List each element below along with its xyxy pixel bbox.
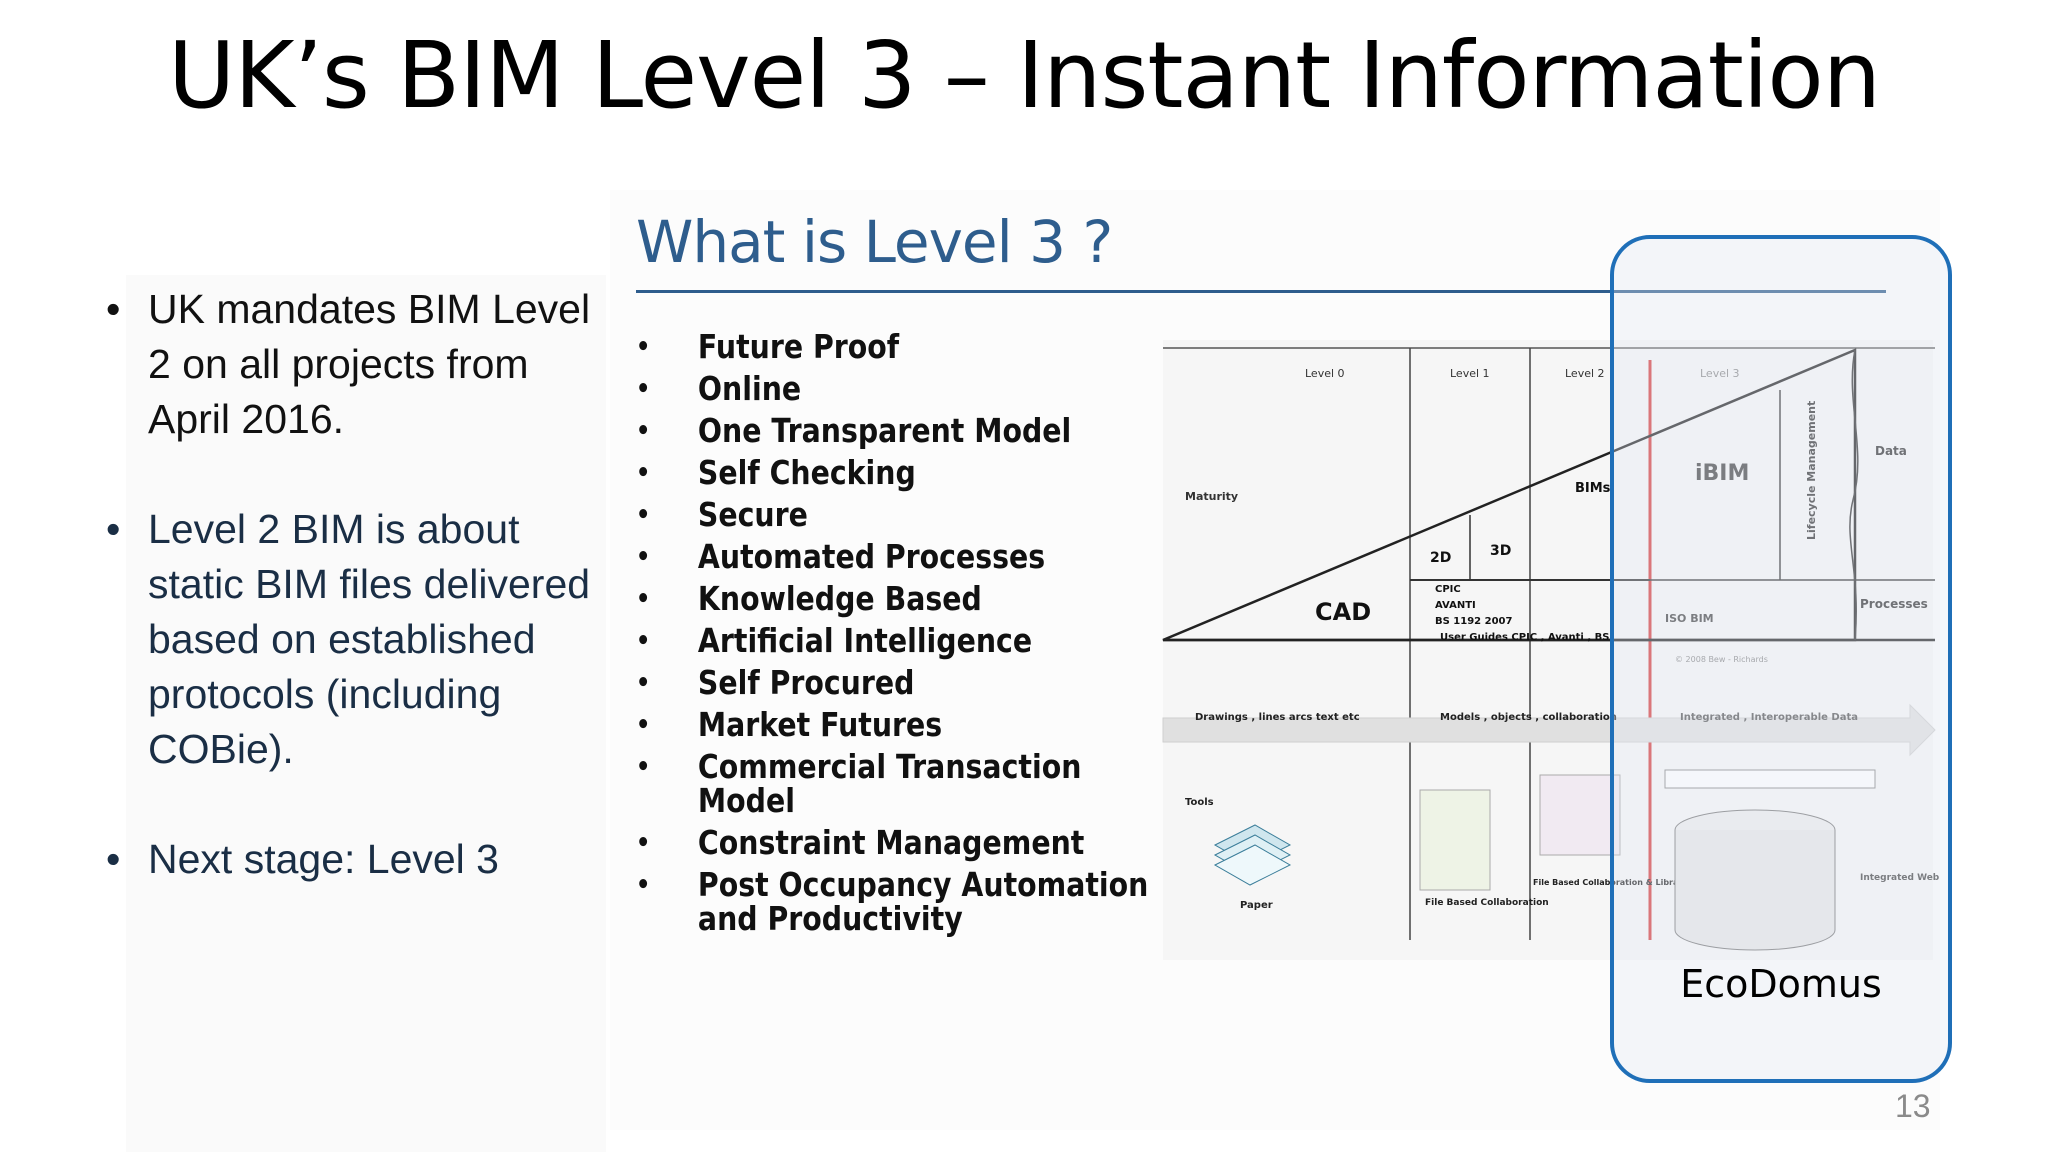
flow-arrow	[1162, 703, 1936, 757]
std-cpic: CPIC	[1435, 584, 1461, 595]
file-lib-image	[1539, 774, 1621, 856]
lifecycle-label: Lifecycle Management	[1805, 401, 1818, 540]
feature-item: Self Checking	[636, 456, 1152, 491]
embedded-heading: What is Level 3 ?	[636, 208, 1113, 276]
maturity-label: Maturity	[1185, 490, 1238, 503]
file-collab-label: File Based Collaboration	[1425, 898, 1549, 908]
ecodomus-callout-box	[1610, 235, 1952, 1083]
flow-integrated: Integrated , Interoperable Data	[1680, 712, 1858, 723]
feature-item: Post Occupancy Automation and Productivi…	[636, 868, 1152, 936]
feature-item: Market Futures	[636, 708, 1152, 743]
slide-title: UK’s BIM Level 3 – Instant Information	[167, 22, 1881, 129]
ecodomus-label: EcoDomus	[1680, 962, 1882, 1006]
data-curve	[1849, 349, 1859, 641]
tools-label: Tools	[1185, 797, 1214, 808]
level3-feature-list: Future Proof Online One Transparent Mode…	[636, 330, 1156, 944]
page-number: 13	[1895, 1088, 1931, 1124]
copyright-label: © 2008 Bew - Richards	[1675, 655, 1768, 664]
ibim-label: iBIM	[1695, 461, 1749, 486]
paper-stack-icon	[1213, 824, 1292, 886]
std-bs1192: BS 1192 2007	[1435, 616, 1512, 627]
bullet-mandate: UK mandates BIM Level 2 on all projects …	[106, 282, 606, 447]
service-bar	[1664, 769, 1876, 789]
flow-models: Models , objects , collaboration	[1440, 712, 1617, 723]
data-label: Data	[1875, 444, 1907, 458]
hub-cylinder	[1674, 830, 1836, 951]
flow-drawings: Drawings , lines arcs text etc	[1195, 712, 1360, 723]
feature-item: Knowledge Based	[636, 582, 1152, 617]
feature-item: Constraint Management	[636, 826, 1152, 861]
feature-item: Automated Processes	[636, 540, 1152, 575]
std-user-guides: User Guides CPIC , Avanti , BSI	[1440, 632, 1613, 643]
bim-maturity-diagram: Level 0 Level 1 Level 2 Level 3 Maturity…	[1162, 340, 1940, 960]
feature-item: One Transparent Model	[636, 414, 1152, 449]
processes-label: Processes	[1860, 597, 1928, 611]
hub-label: Integrated Web Services BIM Hub	[1860, 873, 1940, 883]
iso-bim-label: ISO BIM	[1665, 612, 1714, 625]
feature-item: Secure	[636, 498, 1152, 533]
std-avanti: AVANTI	[1435, 600, 1476, 611]
level3-label: Level 3	[1700, 367, 1740, 380]
bims-label: BIMs	[1575, 481, 1611, 496]
feature-item: Artificial Intelligence	[636, 624, 1152, 659]
heading-rule	[636, 290, 1886, 293]
bullet-next-stage: Next stage: Level 3	[106, 832, 606, 887]
left-bullet-list: UK mandates BIM Level 2 on all projects …	[106, 282, 606, 942]
cad-label: CAD	[1315, 598, 1371, 626]
bullet-level2: Level 2 BIM is about static BIM files de…	[106, 502, 606, 777]
file-collab-image	[1419, 789, 1491, 891]
level1-label: Level 1	[1450, 367, 1490, 380]
label-3d: 3D	[1490, 543, 1511, 559]
level2-label: Level 2	[1565, 367, 1605, 380]
level0-label: Level 0	[1305, 367, 1345, 380]
paper-label: Paper	[1240, 900, 1273, 911]
feature-item: Online	[636, 372, 1152, 407]
file-lib-label: File Based Collaboration & Library Manag…	[1533, 878, 1749, 887]
feature-item: Future Proof	[636, 330, 1152, 365]
feature-item: Self Procured	[636, 666, 1152, 701]
label-2d: 2D	[1430, 550, 1451, 566]
feature-item: Commercial Transaction Model	[636, 750, 1152, 818]
